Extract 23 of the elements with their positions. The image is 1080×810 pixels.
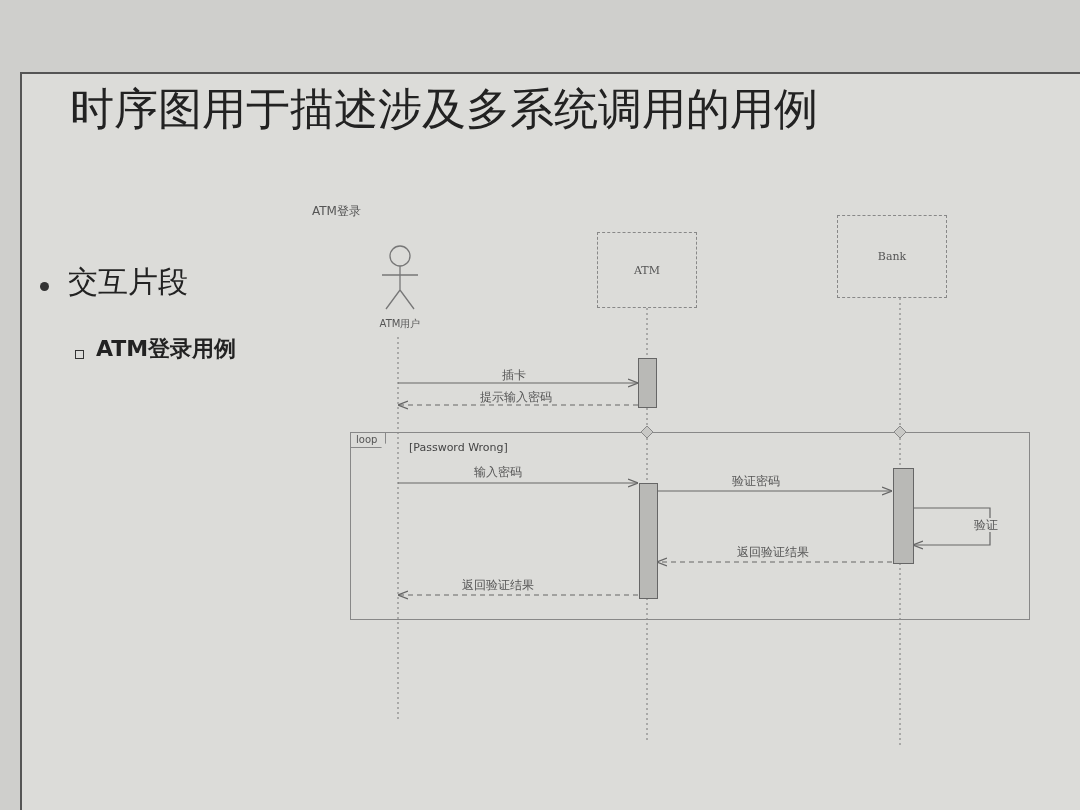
message-label: 验证密码: [730, 474, 782, 488]
message-label: 验证: [972, 518, 1000, 532]
message-arrow: [397, 378, 639, 388]
message-label: 插卡: [500, 368, 528, 382]
lifeline-box: Bank: [837, 215, 947, 298]
activation-bar: [638, 358, 657, 408]
message-label: 输入密码: [472, 465, 524, 479]
lifeline-box: ATM: [597, 232, 697, 308]
slide-title: 时序图用于描述涉及多系统调用的用例: [70, 82, 818, 136]
message-label: 提示输入密码: [478, 390, 554, 404]
message-arrow: [397, 478, 639, 488]
diagram-name: ATM登录: [312, 203, 361, 220]
activation-bar: [893, 468, 914, 564]
return-message-arrow: [397, 590, 639, 600]
activation-bar: [639, 483, 658, 599]
bullet-text: 交互片段: [68, 263, 188, 301]
sub-bullet-text: ATM登录用例: [96, 335, 237, 363]
message-label: 返回验证结果: [460, 578, 536, 592]
return-message-arrow: [656, 557, 893, 567]
return-message-arrow: [397, 400, 639, 410]
message-label: 返回验证结果: [735, 545, 811, 559]
message-arrow: [656, 486, 893, 496]
message-arrow: [912, 507, 991, 550]
